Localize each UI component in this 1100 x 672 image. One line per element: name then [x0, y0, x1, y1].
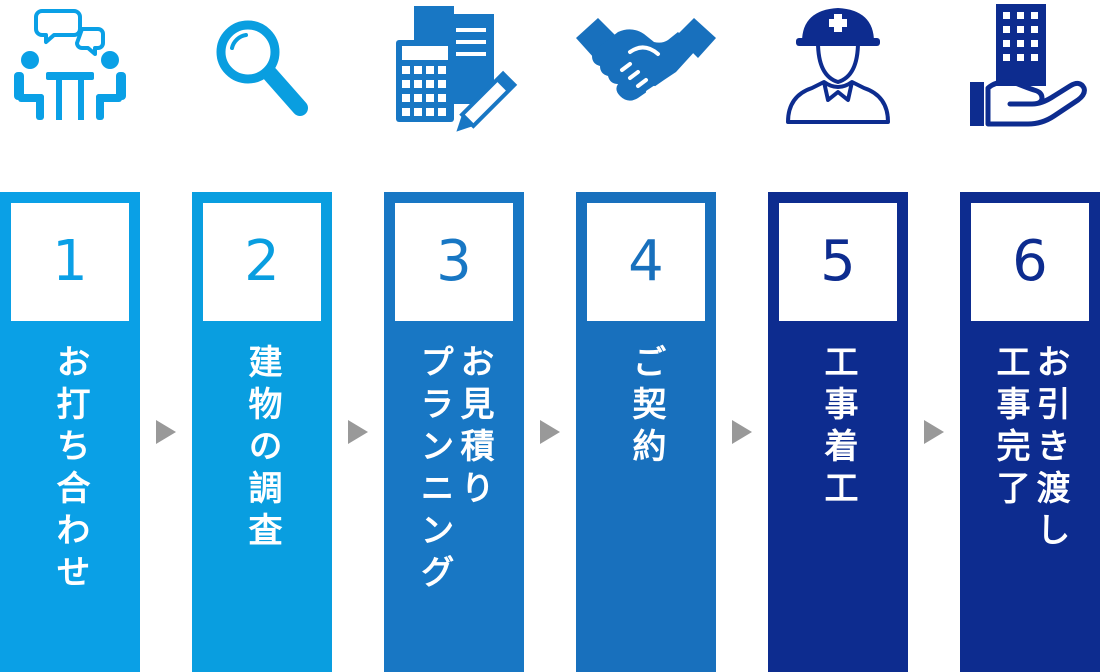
magnifier-icon	[192, 0, 332, 140]
step-label: ご契約	[576, 344, 716, 664]
step-number: 3	[395, 203, 513, 321]
step-5: 5 工事着工	[768, 0, 908, 672]
step-number: 6	[971, 203, 1089, 321]
step-label: お引き渡し 工事完了	[960, 344, 1100, 664]
step-3: 3 お見積り プランニング	[384, 0, 524, 672]
step-6: 6 お引き渡し 工事完了	[960, 0, 1100, 672]
next-arrow	[732, 420, 752, 444]
step-column: 5 工事着工	[768, 192, 908, 672]
step-2: 2 建物の調査	[192, 0, 332, 672]
meeting-icon	[0, 0, 140, 140]
step-column: 6 お引き渡し 工事完了	[960, 192, 1100, 672]
step-column: 2 建物の調査	[192, 192, 332, 672]
step-label-line: 建物の調査	[242, 344, 282, 554]
step-label: 工事着工	[768, 344, 908, 664]
estimate-icon	[384, 0, 524, 140]
step-number: 5	[779, 203, 897, 321]
step-column: 1 お打ち合わせ	[0, 192, 140, 672]
step-column: 4 ご契約	[576, 192, 716, 672]
handshake-icon	[576, 0, 716, 140]
next-arrow	[348, 420, 368, 444]
step-label-line: 工事着工	[818, 344, 858, 512]
step-label-line: ご契約	[626, 344, 666, 470]
step-label: 建物の調査	[192, 344, 332, 664]
step-label: お打ち合わせ	[0, 344, 140, 664]
step-1: 1 お打ち合わせ	[0, 0, 140, 672]
next-arrow	[156, 420, 176, 444]
step-label-line: お打ち合わせ	[50, 344, 90, 596]
worker-icon	[768, 0, 908, 140]
step-label-line: お引き渡し	[1030, 344, 1070, 554]
step-label: お見積り プランニング	[384, 344, 524, 664]
building-hand-icon	[960, 0, 1100, 140]
step-4: 4 ご契約	[576, 0, 716, 672]
step-number: 1	[11, 203, 129, 321]
next-arrow	[924, 420, 944, 444]
step-label-line: 工事完了	[990, 344, 1030, 512]
step-column: 3 お見積り プランニング	[384, 192, 524, 672]
step-number: 4	[587, 203, 705, 321]
step-label-line: お見積り	[454, 344, 494, 512]
step-number: 2	[203, 203, 321, 321]
step-label-line: プランニング	[414, 344, 454, 596]
next-arrow	[540, 420, 560, 444]
